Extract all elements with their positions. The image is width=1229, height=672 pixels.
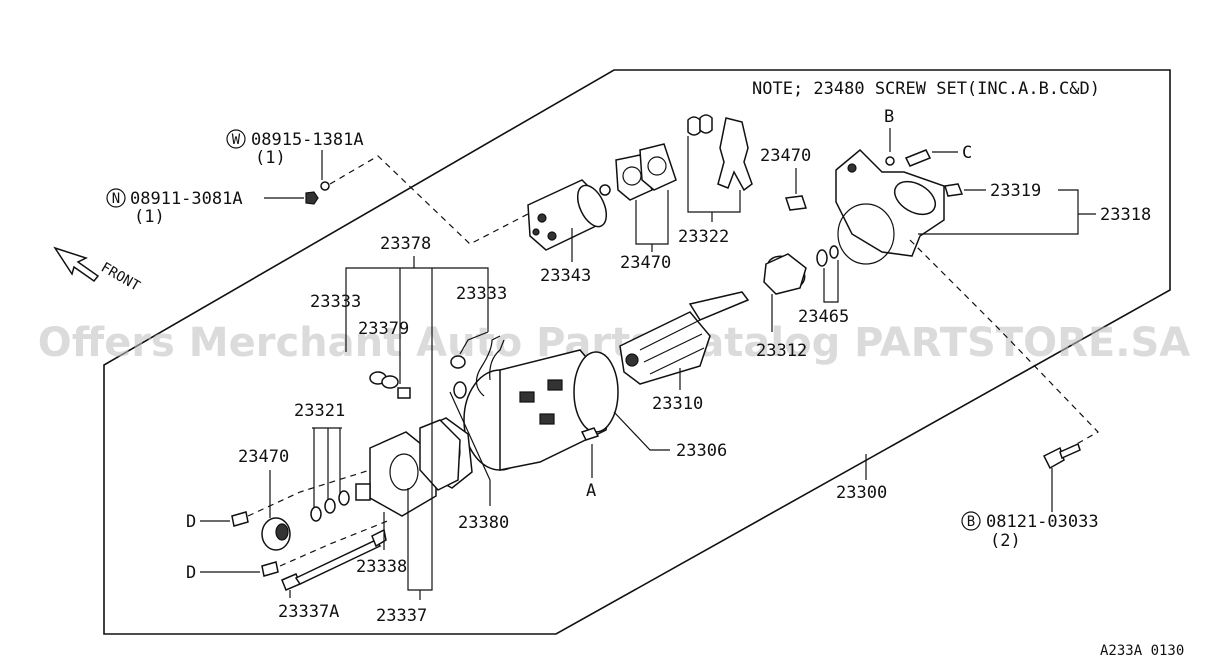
washer-23321b <box>324 498 336 514</box>
bushing-23319 <box>944 183 964 197</box>
bolt-08121 <box>1042 442 1081 470</box>
label-23465: 23465 <box>798 307 849 327</box>
letter-a: A <box>586 481 596 501</box>
label-23312: 23312 <box>756 341 807 361</box>
letter-c: C <box>962 143 972 163</box>
label-23378: 23378 <box>380 234 431 254</box>
label-23380: 23380 <box>458 513 509 533</box>
label-23319: 23319 <box>990 181 1041 201</box>
washer-23321a <box>310 506 322 522</box>
label-23343: 23343 <box>540 266 591 286</box>
screw-d-lower <box>261 561 279 577</box>
lead-wire <box>475 335 501 397</box>
washer-b <box>885 156 895 166</box>
label-23333-left: 23333 <box>310 292 361 312</box>
watermark: Offers Merchant Auto Parts Catalog PARTS… <box>38 320 1190 366</box>
label-23306: 23306 <box>676 441 727 461</box>
diagram-frame <box>103 69 1171 635</box>
note-text: NOTE; 23480 SCREW SET(INC.A.B.C&D) <box>752 79 1100 99</box>
terminal-set-23322 <box>687 114 753 192</box>
n-symbol: N <box>112 191 120 207</box>
screw-c <box>904 149 932 167</box>
label-23322: 23322 <box>678 227 729 247</box>
w-part-number: 08915-1381A <box>251 130 364 150</box>
label-23310: 23310 <box>652 394 703 414</box>
label-23470-gasket: 23470 <box>620 253 671 273</box>
letter-d-lower: D <box>186 563 196 583</box>
screw-d-upper <box>231 511 249 527</box>
gasket-plates-23470 <box>615 143 677 201</box>
gear-case-23318 <box>835 148 945 265</box>
label-23470-cap: 23470 <box>238 447 289 467</box>
bushing-23338 <box>355 483 371 501</box>
b-part-number: 08121-03033 <box>986 512 1099 532</box>
w-symbol-circle <box>226 129 246 149</box>
rear-cover <box>369 419 461 517</box>
letter-d-upper: D <box>186 512 196 532</box>
label-23300: 23300 <box>836 483 887 503</box>
label-23321: 23321 <box>294 401 345 421</box>
front-label: FRONT <box>98 260 143 295</box>
label-23470-clip: 23470 <box>760 146 811 166</box>
screw-a <box>580 427 600 441</box>
label-23333-right: 23333 <box>456 284 507 304</box>
label-23338: 23338 <box>356 557 407 577</box>
letter-b: B <box>884 107 894 127</box>
w-qty: (1) <box>255 148 286 168</box>
b-qty: (2) <box>990 531 1021 551</box>
pinion-23312 <box>763 253 807 295</box>
washer-w <box>320 181 330 191</box>
through-bolt-23337a <box>281 528 387 591</box>
b-symbol: B <box>967 514 975 530</box>
b-symbol-circle <box>961 511 981 531</box>
w-symbol: W <box>232 132 241 148</box>
n-part-number: 08911-3081A <box>130 189 243 209</box>
label-23337: 23337 <box>376 606 427 626</box>
label-23318: 23318 <box>1100 205 1151 225</box>
nut-n <box>305 191 319 205</box>
n-symbol-circle <box>106 188 126 208</box>
washer-23465b <box>829 245 839 259</box>
solenoid-23343 <box>527 179 611 251</box>
front-arrow-icon <box>53 246 100 283</box>
yoke-23306 <box>463 339 619 471</box>
label-23337a: 23337A <box>278 602 339 622</box>
armature-23310 <box>619 291 750 385</box>
n-qty: (1) <box>134 207 165 227</box>
clip-23470 <box>784 195 808 211</box>
brush-springs-23333 <box>369 355 467 399</box>
label-23379: 23379 <box>358 319 409 339</box>
dust-cap <box>261 517 291 551</box>
diagram-code: A233A 0130 <box>1100 643 1184 659</box>
washer-23321c <box>338 490 350 506</box>
washer-23465a <box>816 249 828 267</box>
